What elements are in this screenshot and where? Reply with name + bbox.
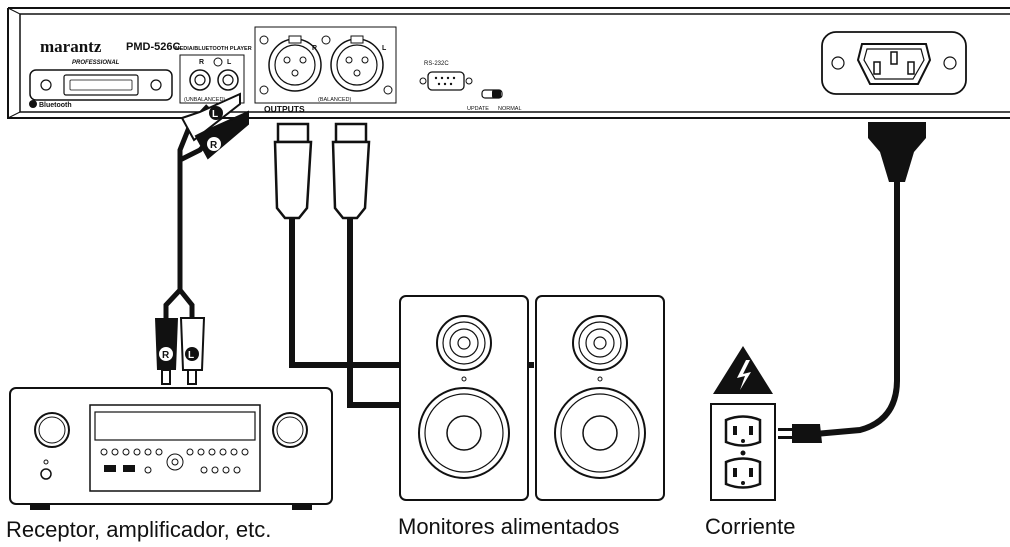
xlr-cables — [273, 122, 534, 408]
rca-bottom-l-label: L — [188, 350, 194, 361]
unbalanced-l-label: L — [227, 59, 232, 66]
rca-bottom-r-label: R — [162, 350, 170, 361]
balanced-l-label: L — [382, 45, 387, 52]
rs232c-label: RS-232C — [424, 61, 449, 67]
brand-sub: PROFESSIONAL — [72, 60, 120, 66]
caption-receiver: Receptor, amplificador, etc. — [6, 517, 272, 542]
studio-monitor-left — [399, 295, 529, 501]
rs232c-port: RS-232C — [419, 61, 473, 91]
rear-panel: marantz PROFESSIONAL PMD-526C MEDIA/BLUE… — [7, 7, 1010, 119]
rack-handle — [29, 69, 173, 101]
unbalanced-r-label: R — [199, 59, 204, 66]
power-inlet — [821, 31, 967, 95]
warning-icon — [713, 346, 773, 394]
bluetooth-label: Bluetooth — [39, 102, 72, 109]
update-normal-switch: UPDATE NORMAL — [467, 89, 522, 112]
update-label: UPDATE — [467, 106, 489, 112]
studio-monitor-right — [535, 295, 665, 501]
balanced-r-label: R — [312, 45, 317, 52]
normal-label: NORMAL — [498, 106, 522, 112]
caption-monitors: Monitores alimentados — [398, 514, 620, 539]
rca-top-r-label: R — [210, 140, 218, 151]
outputs-label: OUTPUTS — [264, 104, 305, 114]
balanced-label: (BALANCED) — [318, 97, 351, 103]
unbalanced-label: (UNBALANCED) — [184, 97, 225, 103]
model-description: MEDIA/BLUETOOTH PLAYER — [175, 46, 252, 52]
unbalanced-outputs: R L (UNBALANCED) — [179, 54, 245, 104]
power-cable — [778, 122, 926, 443]
caption-power: Corriente — [705, 514, 796, 539]
model-name: PMD-526C — [126, 41, 180, 53]
rca-cable: L R R L — [155, 92, 249, 385]
receiver — [9, 387, 333, 510]
rca-top-l-label: L — [212, 109, 218, 120]
bluetooth-logo: Bluetooth — [29, 100, 72, 109]
balanced-outputs: R L (BALANCED) — [254, 26, 397, 104]
wall-outlet-icon — [710, 403, 776, 501]
brand-name: marantz — [40, 37, 102, 56]
